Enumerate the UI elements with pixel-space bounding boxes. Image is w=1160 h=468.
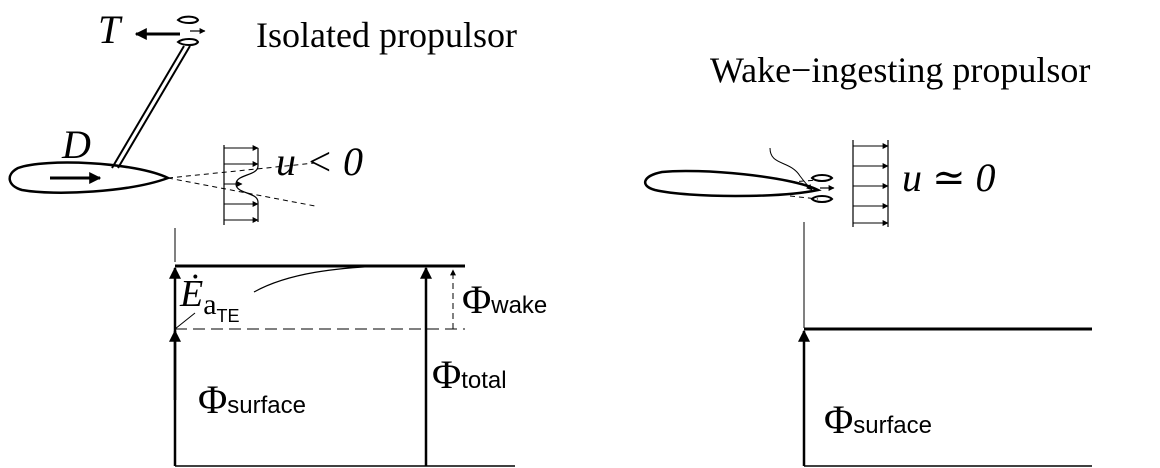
phi-surface-left-sub: surface [227,392,306,419]
edot-label: ĖaTE [180,273,240,325]
right-velocity-profile [852,140,889,227]
right-power-chart [798,222,1092,467]
phi-surface-right-sub: surface [853,412,932,439]
phi-wake-symbol: Φ [462,277,492,322]
isolated-propulsor-title: Isolated propulsor [256,15,517,55]
phi-surface-left-symbol: Φ [198,377,228,422]
phi-surface-right-label: Φsurface [824,400,932,440]
edot-symbol: Ė [180,273,204,315]
left-airfoil [8,161,172,194]
phi-surface-left-label: Φsurface [198,380,306,420]
right-velocity-condition: u ≃ 0 [902,155,996,200]
isolated-propulsor-icon [176,15,206,46]
callout-leader [769,147,813,191]
right-wake-lines [789,179,819,200]
edot-subsub: TE [216,306,240,326]
right-airfoil [644,169,822,198]
left-velocity-profile [223,145,259,225]
phi-surface-right-symbol: Φ [824,397,854,442]
phi-total-symbol: Φ [432,352,462,397]
phi-wake-label: Φwake [462,280,547,320]
left-velocity-condition: u < 0 [276,139,363,184]
propulsor-strut [111,45,191,169]
edot-sub: a [203,288,217,321]
phi-total-sub: total [461,367,507,394]
wake-ingesting-title: Wake−ingesting propulsor [710,50,1091,90]
phi-wake-sub: wake [491,292,548,319]
left-wake-lines [167,162,316,207]
drag-label: D [62,122,91,167]
thrust-label: T [98,7,121,52]
phi-total-label: Φtotal [432,355,507,395]
left-power-chart [169,228,515,467]
